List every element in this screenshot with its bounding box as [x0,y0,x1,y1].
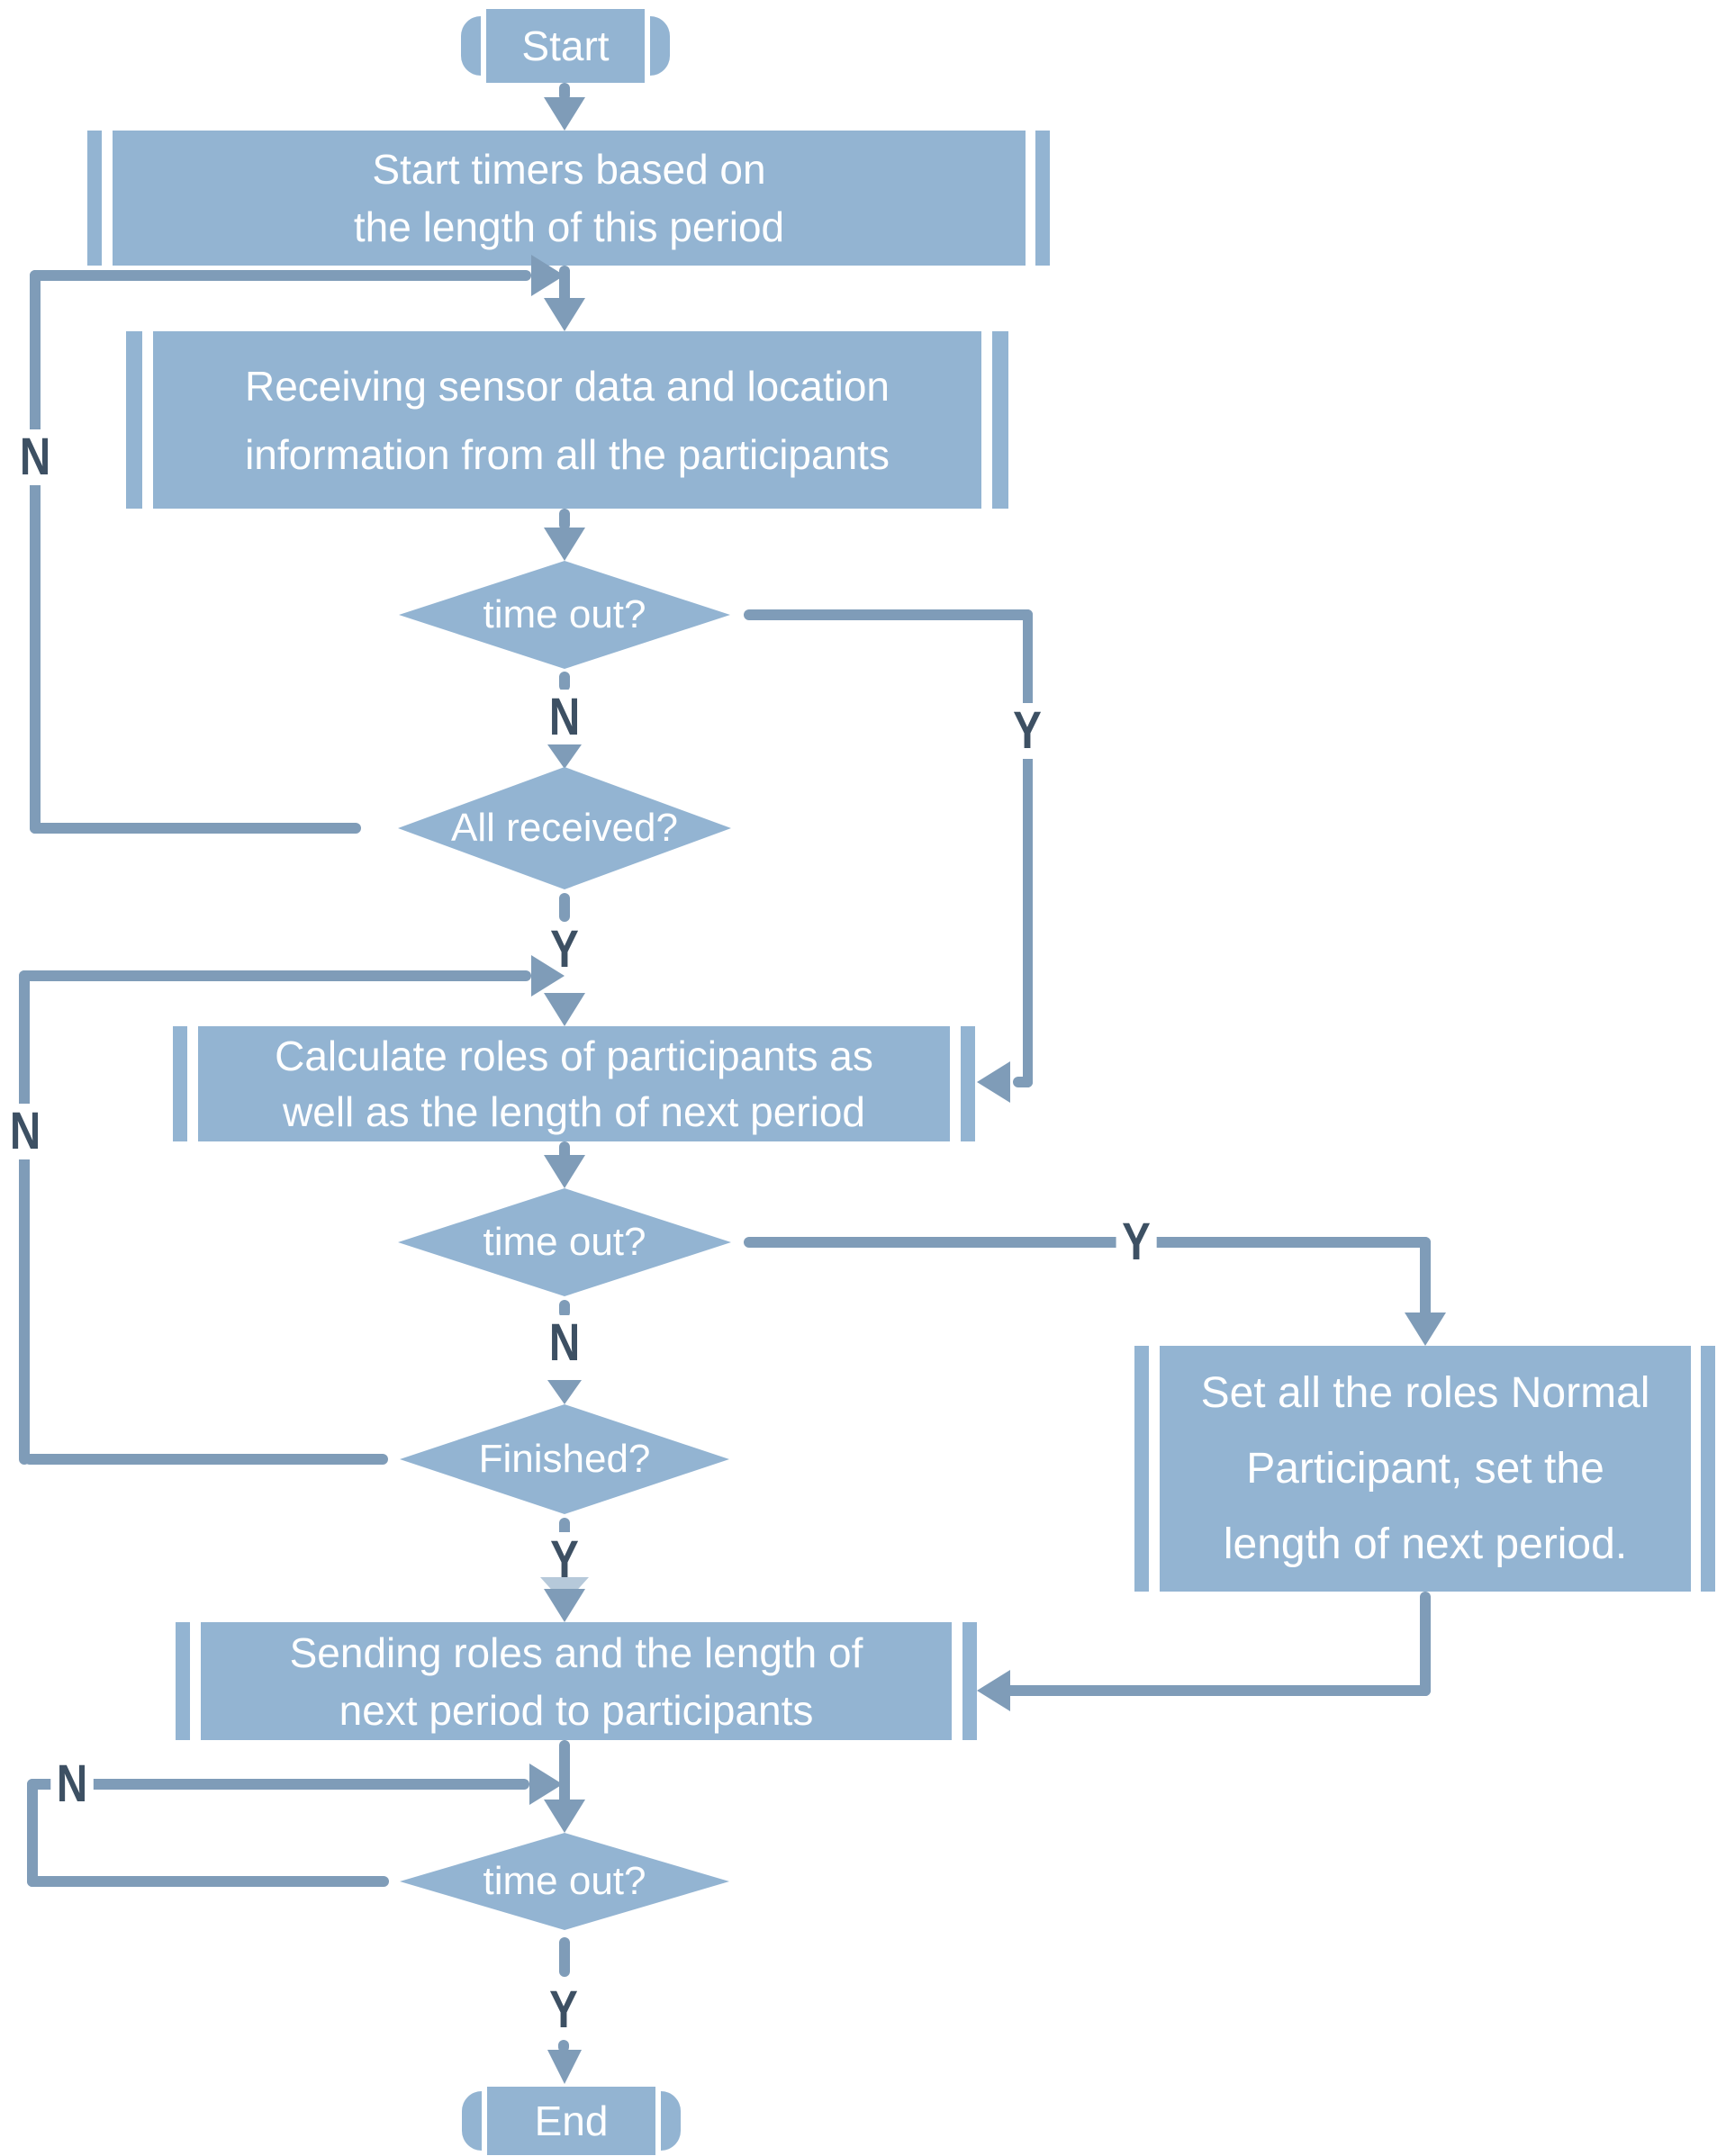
arrowhead-into-sending [544,1589,585,1622]
process-set-roles: Set all the roles Normal Participant, se… [1160,1346,1691,1592]
loop-c-line-v [27,1779,38,1887]
end-terminator: End [487,2087,655,2155]
start-label: Start [521,23,610,69]
loop-c-return-line [27,1779,529,1790]
process-set-roles-right-bar [1701,1346,1715,1592]
decision-all-received: All received? [398,767,731,889]
timeout1-no-dash [559,672,570,691]
arrowhead-into-timeout1 [544,528,585,561]
loop-a-return-line [30,270,531,281]
decision-finished: Finished? [400,1404,729,1514]
process-sending-line2: next period to participants [339,1686,814,1734]
process-sending-left-bar [176,1622,190,1740]
arrowhead-loop-c-merge [529,1764,563,1805]
process-set-roles-line2: Participant, set the [1246,1444,1604,1493]
decision-timeout-2: time out? [398,1188,731,1296]
process-receiving-line2: information from all the participants [245,430,890,478]
edge-label-finished-no: N [4,1104,47,1159]
process-calculate-right-bar [961,1026,975,1141]
decision-timeout-3-label: time out? [483,1859,646,1903]
edge-label-timeout1-no: N [543,690,586,745]
timeout1-yes-line-v [1023,609,1033,1087]
arrowhead-into-all-received [547,744,582,769]
process-set-roles-left-bar [1134,1346,1149,1592]
connector-start-to-timers [559,83,570,101]
edge-label-all-received-no: N [14,429,57,485]
loop-a-line-v [30,270,41,834]
process-start-timers: Start timers based on the length of this… [113,131,1026,266]
start-terminator-left-cap [461,16,481,76]
process-set-roles-line1: Set all the roles Normal [1200,1368,1650,1417]
timeout2-yes-line-v [1420,1237,1431,1318]
process-start-timers-left-bar [87,131,102,266]
edge-label-timeout2-no: N [543,1315,586,1371]
decision-timeout-3: time out? [400,1833,729,1930]
process-sending: Sending roles and the length of next per… [201,1622,952,1740]
arrowhead-into-timeout3 [544,1800,585,1833]
edge-label-timeout1-yes: Y [1007,703,1048,759]
all-received-yes-dash [559,893,570,922]
arrowhead-into-sending-side [977,1670,1010,1711]
process-calculate-left-bar [173,1026,187,1141]
timeout1-yes-line-h [744,609,1033,620]
arrowhead-into-timeout2 [544,1155,585,1188]
loop-b-line-v [19,970,30,1465]
edge-label-timeout2-yes: Y [1116,1214,1157,1270]
end-label: End [534,2097,609,2144]
process-start-timers-line2: the length of this period [353,203,785,250]
timeout3-yes-dash [559,1937,570,1977]
process-receiving-right-bar [992,331,1008,509]
loop-c-line-h [27,1876,389,1887]
edge-label-all-received-yes: Y [544,922,585,978]
set-roles-exit-line-v [1420,1592,1431,1696]
end-terminator-left-cap [462,2091,482,2151]
end-terminator-right-cap [661,2091,681,2151]
arrowhead-into-receiving [544,298,585,331]
process-receiving: Receiving sensor data and location infor… [153,331,981,509]
decision-timeout-1-label: time out? [483,592,646,636]
process-start-timers-line1: Start timers based on [372,146,766,193]
process-calculate-line1: Calculate roles of participants as [275,1033,873,1079]
timeout2-no-dash [559,1300,570,1318]
loop-b-line-h [24,1454,388,1465]
set-roles-exit-line-h [1004,1685,1431,1696]
edge-label-timeout3-no: N [50,1756,94,1812]
process-receiving-line1: Receiving sensor data and location [244,362,890,410]
decision-all-received-label: All received? [451,806,678,850]
edge-label-timeout3-yes: Y [543,1982,584,2038]
decision-finished-label: Finished? [478,1437,651,1481]
timeout3-yes-stem [558,2040,569,2052]
arrowhead-into-end [547,2050,582,2084]
arrowhead-into-calculate-side [977,1061,1010,1103]
process-calculate: Calculate roles of participants as well … [198,1026,950,1141]
arrowhead-into-timers [544,97,585,131]
process-sending-line1: Sending roles and the length of [289,1628,863,1676]
decision-timeout-1: time out? [399,561,730,669]
start-terminator: Start [486,9,645,83]
timeout1-yes-line-h2 [1013,1077,1033,1087]
arrowhead-into-set-roles [1405,1313,1446,1346]
decision-timeout-2-label: time out? [483,1220,646,1264]
arrowhead-into-calculate [544,993,585,1026]
process-calculate-line2: well as the length of next period [283,1088,865,1135]
start-terminator-right-cap [650,16,670,76]
loop-a-line-h [30,823,361,834]
process-set-roles-line3: length of next period. [1223,1520,1628,1568]
connector-receiving-to-timeout1 [559,509,570,530]
timeout2-yes-line-h [744,1237,1431,1248]
process-sending-right-bar [962,1622,977,1740]
loop-b-return-line [19,970,531,981]
process-start-timers-right-bar [1035,131,1050,266]
arrowhead-loop-a-merge [531,255,565,296]
arrowhead-loop-b-merge [531,955,565,997]
arrowhead-into-finished [547,1380,582,1404]
process-receiving-left-bar [126,331,142,509]
